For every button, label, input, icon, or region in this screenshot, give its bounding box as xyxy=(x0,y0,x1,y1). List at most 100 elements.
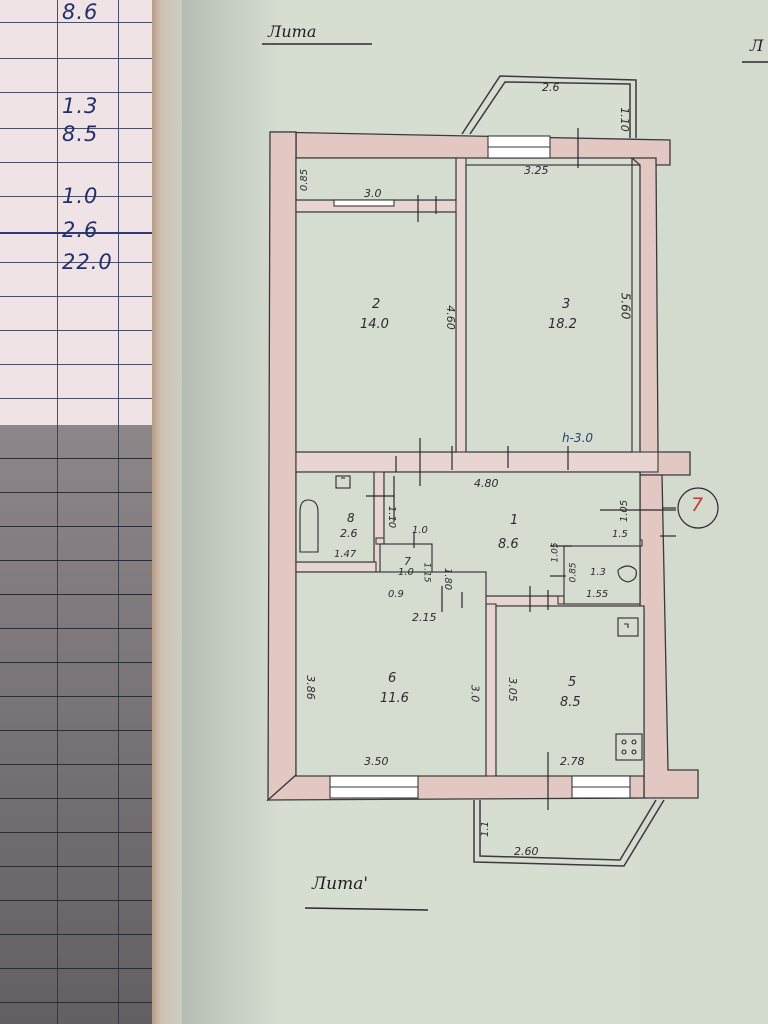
dim-pantry-depth: 1.15 xyxy=(421,562,432,583)
wall-right-upper xyxy=(630,157,691,476)
room-storage xyxy=(295,157,457,201)
ledger-row-line xyxy=(0,162,152,163)
dim-balcony-bottom-width: 2.60 xyxy=(514,845,539,858)
door-marks xyxy=(366,128,676,810)
ledger-row-line xyxy=(0,560,152,561)
ledger-row-line xyxy=(0,492,152,493)
dim-room5-depth: 3.05 xyxy=(505,677,519,702)
exterior-walls xyxy=(266,131,699,802)
ledger-entry: 22.0 xyxy=(62,250,113,274)
dim-room6-depth: 3.86 xyxy=(303,675,317,700)
ledger-row-line xyxy=(0,58,152,59)
ledger-page: 8.6 1.3 8.5 1.0 2.6 22.0 xyxy=(0,0,160,1024)
ledger-shadow xyxy=(0,425,160,1024)
ledger-row-line xyxy=(0,696,152,697)
dim-wc-depth: 0.85 xyxy=(568,562,579,583)
room-6-number: 6 xyxy=(388,671,397,686)
ledger-entry: 1.0 xyxy=(62,184,99,208)
page-shadow xyxy=(182,0,282,1024)
room-3 xyxy=(465,164,633,453)
dim-storage-depth: 0.85 xyxy=(299,168,311,192)
room-6-area: 11.6 xyxy=(380,691,409,706)
entrance-stamp-mark: 7 xyxy=(691,494,704,516)
kitchen-sink-icon xyxy=(617,617,639,637)
wc-area: 1.3 xyxy=(590,567,606,578)
sink-icon xyxy=(335,475,351,489)
book-spine xyxy=(152,0,182,1024)
room-5-area: 8.5 xyxy=(560,695,581,710)
entrance-stamp-circle xyxy=(677,487,719,529)
windows xyxy=(329,135,631,799)
plan-title-bottom: Лита' xyxy=(312,874,369,894)
dim-wc-width: 1.55 xyxy=(586,589,609,600)
stove-burner-icon xyxy=(621,739,627,745)
room-2-number: 2 xyxy=(372,297,381,312)
room-1-area: 8.6 xyxy=(498,537,519,552)
room-wc xyxy=(563,545,641,605)
ledger-row-line xyxy=(0,866,152,867)
ledger-row-line xyxy=(0,22,152,23)
room-5-number: 5 xyxy=(568,675,577,690)
room-6 xyxy=(295,571,487,777)
plan-title-top: Лита xyxy=(268,22,317,41)
stove-icon xyxy=(615,733,643,761)
toilet-icon xyxy=(617,565,637,583)
room-1-number: 1 xyxy=(510,513,519,528)
wall-room6-room5 xyxy=(485,603,497,777)
dim-room6-inner: 3.0 xyxy=(468,684,482,703)
ledger-entry: 8.6 xyxy=(62,0,99,24)
room-5 xyxy=(495,605,645,777)
stove-burner-icon xyxy=(631,749,637,755)
balcony-bottom xyxy=(473,799,665,867)
kitchen-tap-icon xyxy=(624,623,629,628)
ledger-row-line xyxy=(0,296,152,297)
ledger-row-line xyxy=(0,128,152,129)
wall-bath-bottom xyxy=(295,561,377,573)
ledger-row-line xyxy=(0,398,152,399)
ledger-row-line xyxy=(0,526,152,527)
dim-room6-top: 2.15 xyxy=(412,611,437,624)
dim-room3-width: 3.25 xyxy=(524,164,549,177)
ledger-row-line xyxy=(0,330,152,331)
stove-burner-icon xyxy=(631,739,637,745)
balcony-bottom-inner xyxy=(479,799,657,861)
room-7-area: 1.0 xyxy=(398,567,414,578)
dim-wc-height: 1.05 xyxy=(550,542,561,563)
dim-wc-label: 1.0 xyxy=(412,525,428,536)
balcony-top-inner xyxy=(469,81,631,138)
dim-balcony-top-depth: 1.10 xyxy=(617,107,631,132)
dim-hall-right: 1.05 xyxy=(619,499,631,523)
ledger-row-line xyxy=(0,764,152,765)
ledger-row-line xyxy=(0,798,152,799)
wall-room2-room3 xyxy=(455,157,467,455)
wall-hall-top xyxy=(295,451,659,473)
dim-room3-depth: 5.60 xyxy=(618,292,633,320)
ledger-row-line xyxy=(0,458,152,459)
ledger-entry: 1.3 xyxy=(62,94,99,118)
ledger-entry: 2.6 xyxy=(62,218,99,242)
ledger-entry: 8.5 xyxy=(62,122,99,146)
dim-hall-width: 4.80 xyxy=(474,477,499,490)
room-2 xyxy=(295,211,457,453)
bathtub-icon xyxy=(299,499,319,553)
dim-balcony-bottom-depth: 1.1 xyxy=(479,821,491,837)
wall-left xyxy=(267,131,297,802)
title-underline xyxy=(304,907,429,911)
ledger-row-line xyxy=(0,730,152,731)
ledger-row-line xyxy=(0,968,152,969)
room-8-number: 8 xyxy=(347,511,355,525)
plan-title-top-right: Л xyxy=(750,36,764,55)
ledger-row-line xyxy=(0,364,152,365)
stove-burner-icon xyxy=(621,749,627,755)
ledger-row-line xyxy=(0,900,152,901)
room-3-number: 3 xyxy=(562,297,571,312)
ledger-row-line xyxy=(0,662,152,663)
balcony-top xyxy=(461,75,637,138)
dim-room2-depth: 4.60 xyxy=(443,305,457,330)
dim-pantry-width: 0.9 xyxy=(388,589,404,600)
room-7-number: 7 xyxy=(404,555,411,568)
dim-balcony-top-width: 2.6 xyxy=(542,81,560,94)
dim-bath-height: 1.10 xyxy=(386,505,398,529)
room-outlines xyxy=(295,157,645,777)
